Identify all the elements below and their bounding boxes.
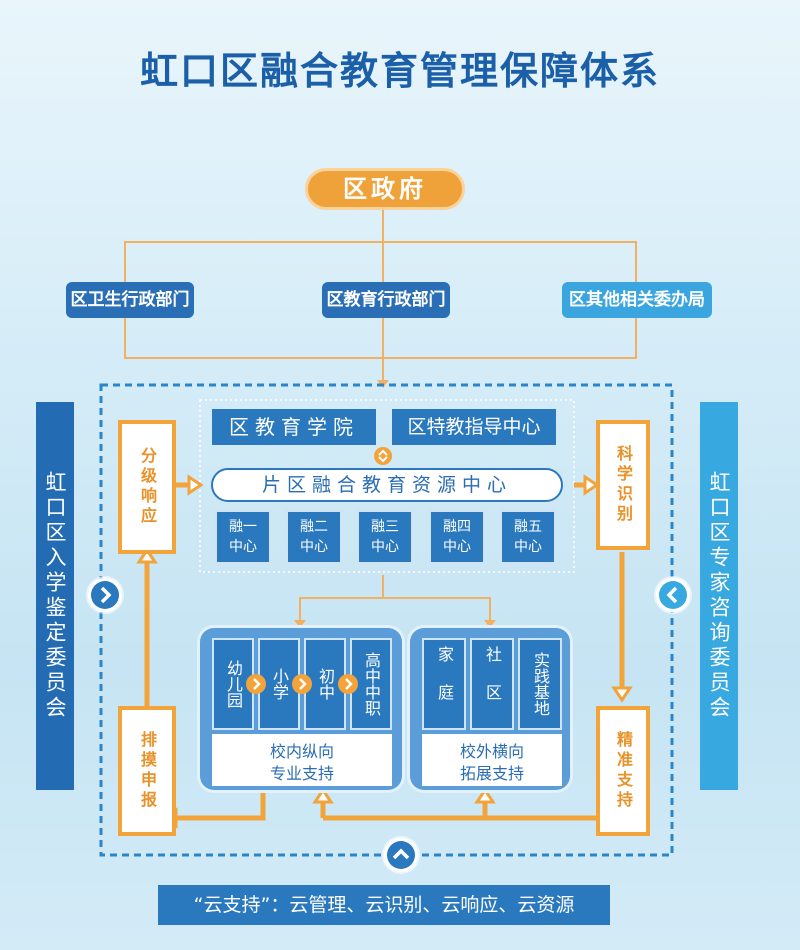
center-item: 融四中心: [428, 509, 486, 565]
government-node: 区政府: [305, 168, 465, 210]
cloud-support-banner: “云支持”：云管理、云识别、云响应、云资源: [158, 885, 610, 925]
dept-bottom-connector: [124, 318, 637, 359]
process-screening-report: 排摸申报: [118, 706, 176, 836]
chevron-left-icon[interactable]: [656, 578, 690, 612]
unit-family: 家庭: [422, 638, 466, 730]
right-committee-panel: 虹口区专家咨询委员会: [700, 402, 738, 790]
process-scientific-identification: 科学识别: [596, 420, 650, 550]
chevron-up-icon[interactable]: [384, 838, 418, 872]
center-item: 融五中心: [499, 509, 557, 565]
unit-practice-base: 实践基地: [518, 638, 562, 730]
institution-education-college: 区教育学院: [212, 409, 376, 445]
left-committee-panel: 虹口区入学鉴定委员会: [36, 402, 74, 790]
up-down-icon: [374, 447, 392, 465]
split-right: [383, 597, 491, 622]
institution-special-education-center: 区特教指导中心: [392, 409, 556, 445]
arrow-right-icon: [292, 674, 312, 694]
arrow-right-icon: [246, 674, 266, 694]
arrow-right-icon: [338, 674, 358, 694]
dept-other: 区其他相关委办局: [562, 282, 712, 318]
center-item: 融二中心: [285, 509, 343, 565]
unit-community: 社区: [470, 638, 514, 730]
chevron-right-icon[interactable]: [88, 578, 122, 612]
page-title: 虹口区融合教育管理保障体系: [139, 49, 660, 93]
process-grading-response: 分级响应: [118, 420, 176, 554]
process-precise-support: 精准支持: [596, 706, 650, 836]
center-item: 融一中心: [214, 509, 272, 565]
center-item: 融三中心: [356, 509, 414, 565]
dept-top-connector: [124, 241, 637, 282]
dept-education: 区教育行政部门: [322, 282, 450, 318]
out-of-school-support-label: 校外横向拓展支持: [422, 734, 562, 786]
split-left: [299, 575, 384, 622]
in-school-support-label: 校内纵向专业支持: [212, 734, 392, 786]
dept-health: 区卫生行政部门: [66, 282, 194, 318]
resource-center-banner: 片区融合教育资源中心: [211, 468, 563, 502]
